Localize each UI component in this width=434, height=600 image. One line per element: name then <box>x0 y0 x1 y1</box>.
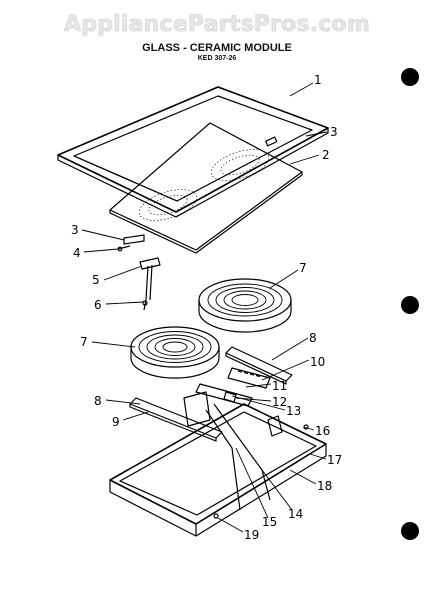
callout-7-rear: 7 <box>299 261 307 275</box>
part-radiant-element-front <box>130 326 220 379</box>
callout-19: 19 <box>244 528 259 542</box>
part-support-bar-left <box>129 397 223 442</box>
callout-7-front: 7 <box>80 335 88 349</box>
callout-3-upper: 3 <box>330 125 338 139</box>
diagram-title: GLASS - CERAMIC MODULE <box>142 42 292 54</box>
callout-6: 6 <box>94 298 102 312</box>
callout-13: 13 <box>286 404 301 418</box>
binder-hole-bottom <box>401 522 419 540</box>
callout-17: 17 <box>327 453 342 467</box>
leader-lines <box>81 82 328 533</box>
part-trim-frame <box>57 86 329 218</box>
binder-hole-middle <box>401 296 419 314</box>
model-number: KED 307-26 <box>197 55 237 62</box>
callout-9: 9 <box>112 415 120 429</box>
callout-8-right: 8 <box>309 331 317 345</box>
callout-8-left: 8 <box>94 394 102 408</box>
callout-10: 10 <box>310 355 325 369</box>
callout-5: 5 <box>92 273 100 287</box>
callout-14: 14 <box>288 507 303 521</box>
part-clip-and-screw <box>117 234 145 252</box>
callout-3-lower: 3 <box>71 223 79 237</box>
callout-16: 16 <box>315 424 330 438</box>
callout-11: 11 <box>272 379 287 393</box>
part-pan <box>109 403 327 537</box>
callout-18: 18 <box>317 479 332 493</box>
callout-1: 1 <box>314 73 322 87</box>
callout-2: 2 <box>322 148 330 162</box>
callout-12: 12 <box>272 395 287 409</box>
watermark: AppliancePartsPros.com <box>64 12 370 38</box>
part-glass-top <box>109 122 303 254</box>
binder-hole-top <box>401 68 419 86</box>
part-radiant-element-rear <box>198 278 292 333</box>
callout-15: 15 <box>262 515 277 529</box>
part-support-bar-right <box>225 346 293 385</box>
callout-4: 4 <box>73 246 81 260</box>
